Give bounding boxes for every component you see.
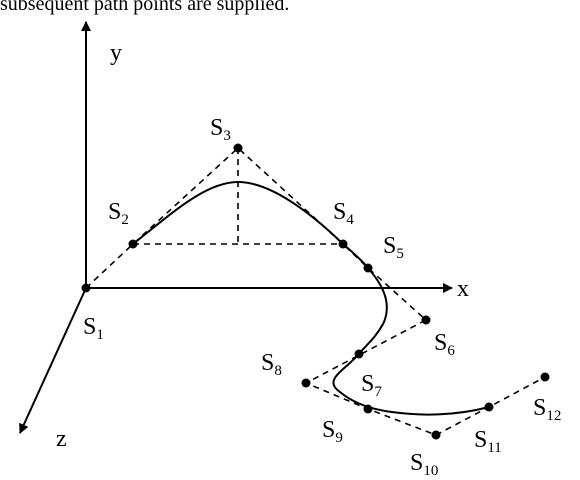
z-axis xyxy=(19,287,87,434)
label-s7: S7 xyxy=(361,371,382,400)
axes xyxy=(19,21,453,434)
point-s11 xyxy=(484,402,494,412)
point-s7 xyxy=(354,349,364,359)
label-s2: S2 xyxy=(108,199,129,228)
point-s10 xyxy=(431,430,441,440)
point-s8 xyxy=(301,378,311,388)
label-s3: S3 xyxy=(210,115,231,144)
label-s12: S12 xyxy=(533,395,561,424)
label-s11: S11 xyxy=(474,427,502,456)
point-s6 xyxy=(421,315,431,325)
y-axis-label: y xyxy=(110,40,122,66)
point-s2 xyxy=(128,239,138,249)
control-polyline xyxy=(85,146,546,436)
point-s9 xyxy=(363,404,373,414)
control-polygon xyxy=(85,146,546,436)
label-s4: S4 xyxy=(333,199,354,228)
point-s1 xyxy=(81,283,91,293)
z-axis-label: z xyxy=(56,426,67,452)
point-s5 xyxy=(363,263,373,273)
x-axis-label: x xyxy=(457,276,469,302)
label-s8: S8 xyxy=(261,350,282,379)
caption-text: subsequent path points are supplied. xyxy=(0,0,290,15)
label-s5: S5 xyxy=(383,233,404,262)
label-s1: S1 xyxy=(83,314,104,343)
point-markers xyxy=(81,143,550,440)
point-s12 xyxy=(540,372,550,382)
label-s9: S9 xyxy=(322,417,343,446)
label-s6: S6 xyxy=(434,330,455,359)
label-s10: S10 xyxy=(410,450,438,479)
point-s4 xyxy=(338,239,348,249)
smooth-path-curve xyxy=(132,180,490,416)
point-s3 xyxy=(233,143,243,153)
point-labels: S1 S2 S3 S4 S5 S6 S7 S8 S9 S10 S11 S12 xyxy=(83,115,561,479)
